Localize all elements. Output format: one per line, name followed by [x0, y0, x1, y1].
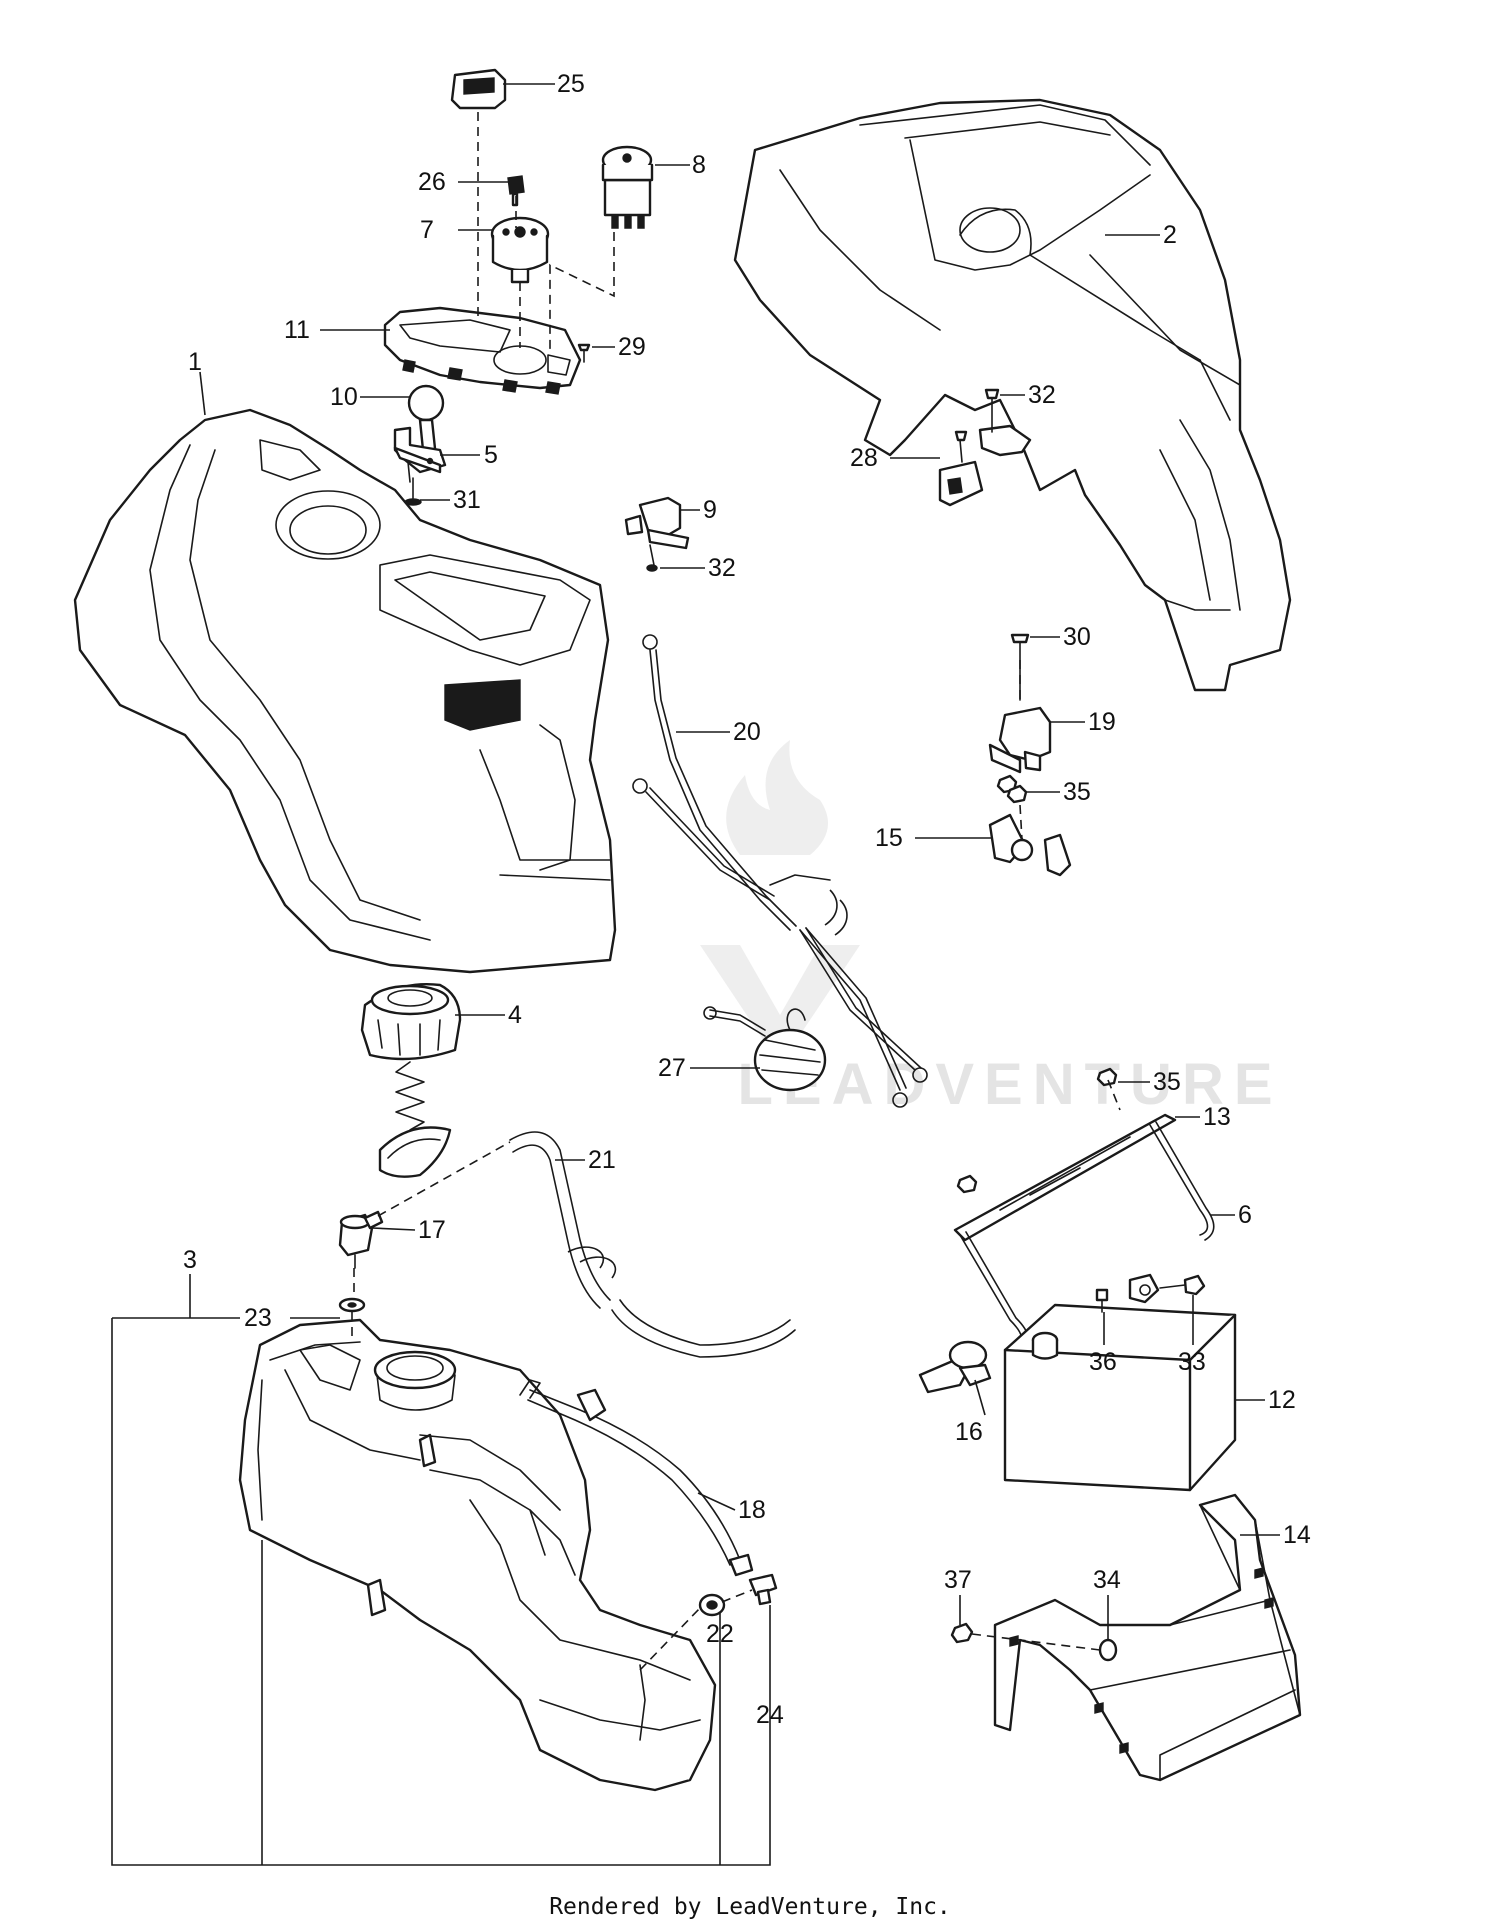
part-26-key[interactable] [507, 175, 525, 207]
callout-27[interactable]: 27 [658, 1054, 686, 1082]
callout-13[interactable]: 13 [1203, 1103, 1231, 1131]
assembly-dashed-lines [351, 112, 1121, 1671]
part-21-fuel-line[interactable] [509, 1131, 796, 1358]
callout-3[interactable]: 3 [183, 1246, 197, 1274]
callout-20[interactable]: 20 [733, 718, 761, 746]
part-25-hour-meter[interactable] [450, 68, 507, 110]
callout-17[interactable]: 17 [418, 1216, 446, 1244]
callout-labels: 25 26 8 7 2 11 29 1 32 10 28 5 31 9 32 3… [183, 70, 1311, 1729]
part-36-bolt[interactable] [1095, 1288, 1109, 1313]
part-22-grommet[interactable] [698, 1593, 726, 1617]
part-23-washer[interactable] [338, 1297, 366, 1313]
callout-1[interactable]: 1 [188, 348, 202, 376]
callout-23[interactable]: 23 [244, 1304, 272, 1332]
part-20-battery-cable[interactable] [632, 634, 928, 1108]
callout-35-lower[interactable]: 35 [1153, 1068, 1181, 1096]
part-27-fuse-holder[interactable] [703, 1006, 827, 1092]
part-15-terminal-boot[interactable] [988, 813, 1072, 877]
callout-11[interactable]: 11 [284, 316, 310, 344]
part-35-nut-lower[interactable] [956, 1067, 1118, 1194]
part-34-nut[interactable] [1159, 1274, 1206, 1296]
part-12-battery[interactable] [1003, 1273, 1237, 1492]
part-24-fitting[interactable] [748, 1573, 778, 1606]
callout-10[interactable]: 10 [330, 383, 358, 411]
part-28-bracket-switch[interactable] [938, 388, 1032, 507]
callout-35-upper[interactable]: 35 [1063, 778, 1091, 806]
part-35-nut-upper[interactable] [996, 774, 1028, 804]
callout-30[interactable]: 30 [1063, 623, 1091, 651]
callout-15[interactable]: 15 [875, 824, 903, 852]
part-5-lever[interactable] [393, 418, 447, 483]
callout-34[interactable]: 33 [1178, 1348, 1206, 1376]
part-10-knob[interactable] [407, 384, 445, 422]
callout-33[interactable]: 34 [1093, 1566, 1121, 1594]
part-1-console-body[interactable] [73, 408, 617, 974]
callout-29[interactable]: 29 [618, 333, 646, 361]
callout-16[interactable]: 16 [955, 1418, 983, 1446]
callout-2[interactable]: 2 [1163, 221, 1177, 249]
callout-8[interactable]: 8 [692, 151, 706, 179]
part-18-vent-hose[interactable] [519, 1379, 754, 1577]
part-9-seat-switch[interactable] [624, 496, 690, 572]
part-37-nut[interactable] [950, 1622, 974, 1644]
callout-22[interactable]: 22 [706, 1620, 734, 1648]
part-13-hold-down-bar[interactable] [953, 1113, 1177, 1242]
part-29-screw[interactable] [577, 343, 591, 363]
callout-5[interactable]: 5 [484, 441, 498, 469]
watermark-logo-icon [700, 740, 860, 1065]
callout-21[interactable]: 21 [588, 1146, 616, 1174]
callout-7[interactable]: 7 [420, 216, 434, 244]
callout-4[interactable]: 4 [508, 1001, 522, 1029]
part-16-terminal-boot[interactable] [918, 1340, 992, 1394]
footer-credit: Rendered by LeadVenture, Inc. [549, 1894, 951, 1920]
callout-25[interactable]: 25 [557, 70, 585, 98]
part-33-bolt[interactable] [1098, 1638, 1118, 1662]
part-17-fuel-valve[interactable] [338, 1210, 384, 1269]
part-8-pto-switch[interactable] [601, 145, 654, 229]
callout-19[interactable]: 19 [1088, 708, 1116, 736]
part-3-fuel-tank[interactable] [238, 1318, 717, 1792]
callout-32-lower[interactable]: 32 [708, 554, 736, 582]
part-7-ignition-switch[interactable] [490, 216, 550, 284]
callout-37[interactable]: 37 [944, 1566, 972, 1594]
leader-lines [111, 83, 1280, 1866]
watermark: LEADVENTURE [700, 740, 1282, 1117]
callout-14[interactable]: 14 [1283, 1521, 1311, 1549]
part-31-bolt[interactable] [404, 477, 422, 506]
callout-18[interactable]: 18 [738, 1496, 766, 1524]
callout-6[interactable]: 6 [1238, 1201, 1252, 1229]
callout-9[interactable]: 9 [703, 496, 717, 524]
callout-31[interactable]: 31 [453, 486, 481, 514]
callout-12[interactable]: 12 [1268, 1386, 1296, 1414]
part-4-fuel-cap[interactable] [360, 983, 462, 1178]
callout-36[interactable]: 36 [1089, 1348, 1117, 1376]
callout-28[interactable]: 28 [850, 444, 878, 472]
watermark-text: LEADVENTURE [737, 1052, 1282, 1117]
part-11-switch-panel[interactable] [383, 306, 582, 395]
part-19-solenoid[interactable] [988, 633, 1052, 774]
part-14-battery-tray[interactable] [993, 1493, 1302, 1782]
callout-32-upper[interactable]: 32 [1028, 381, 1056, 409]
callout-26[interactable]: 26 [418, 168, 446, 196]
callout-24[interactable]: 24 [756, 1701, 784, 1729]
